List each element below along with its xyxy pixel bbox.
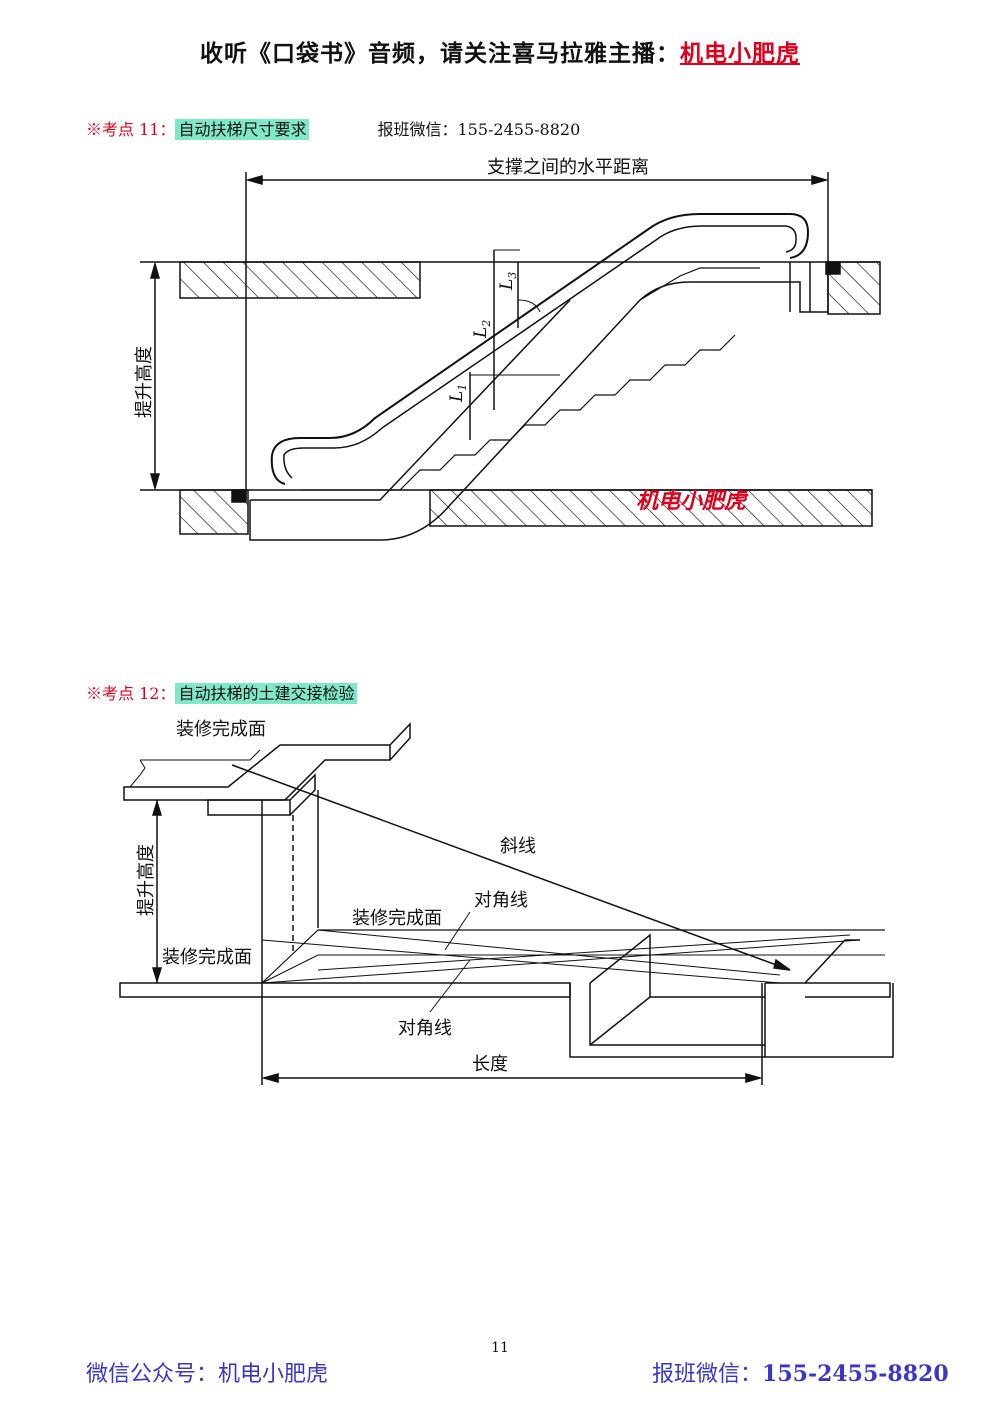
page-number: 11: [491, 1340, 509, 1356]
support-right: [825, 261, 841, 275]
escalator-dimension-figure: 支撑之间的水平距离 提升高度 L1 L2 L3 机电小肥虎: [134, 157, 881, 541]
handrail-inner: [283, 225, 797, 479]
finish-mid-label: 装修完成面: [352, 908, 442, 929]
upper-slab-lower: [207, 799, 291, 816]
pit-outline: [569, 983, 766, 1058]
diagonal-lower-label: 对角线: [398, 1018, 452, 1039]
arrow-down-icon: [151, 967, 163, 984]
oblique-label: 斜线: [500, 836, 536, 857]
header-prefix: 收听《口袋书》音频，请关注喜马拉雅主播：: [200, 40, 680, 67]
upper-slab-left: [179, 261, 421, 299]
steps: [300, 334, 736, 491]
length-label: 长度: [472, 1054, 508, 1075]
footer-left: 微信公众号：机电小肥虎: [86, 1362, 329, 1387]
key-point-11-mark: ※考点 11：: [86, 120, 176, 139]
oblique-line: [231, 764, 791, 971]
civil-handover-figure: 装修完成面 提升高度 斜线 对角线 装修完成面 装修完成面 对角线 长度: [119, 719, 894, 1085]
key-point-12: ※考点 12：自动扶梯的土建交接检验: [86, 680, 358, 704]
footer-right-label: 报班微信：: [652, 1362, 763, 1387]
truss-outline: [249, 262, 829, 541]
finish-top-label: 装修完成面: [176, 719, 266, 740]
finish-left-label: 装修完成面: [162, 947, 252, 968]
rise-label-2: 提升高度: [136, 844, 157, 916]
span-label: 支撑之间的水平距离: [487, 157, 649, 178]
arrow-left-icon: [261, 1073, 279, 1083]
arrow-up-icon: [151, 799, 163, 816]
lower-floor-left: [119, 982, 571, 998]
key-point-11-topic: 自动扶梯尺寸要求: [175, 119, 310, 140]
l3-label: L3: [497, 272, 519, 291]
footer-right-number: 155-2455-8820: [762, 1361, 949, 1387]
diagonal-upper-label: 对角线: [474, 890, 528, 911]
footer-right: 报班微信：155-2455-8820: [652, 1356, 949, 1388]
key-point-12-topic: 自动扶梯的土建交接检验: [175, 683, 358, 704]
l1-label: L1: [447, 384, 469, 403]
lower-slab-left: [179, 489, 249, 535]
arrow-left-icon: [245, 175, 263, 185]
key-point-12-mark: ※考点 12：: [86, 684, 176, 703]
support-left: [231, 489, 247, 503]
page-header: 收听《口袋书》音频，请关注喜马拉雅主播：机电小肥虎: [0, 34, 1000, 68]
watermark: 机电小肥虎: [636, 488, 749, 514]
arrow-right-icon: [745, 1073, 763, 1083]
key-point-11: ※考点 11：自动扶梯尺寸要求 报班微信：155-2455-8820: [86, 116, 580, 140]
arrow-up-icon: [150, 261, 160, 279]
handrail-outer: [270, 213, 810, 485]
key-point-11-wechat: 报班微信：155-2455-8820: [377, 120, 581, 139]
arrow-down-icon: [150, 473, 160, 491]
arrow-right-icon: [811, 175, 829, 185]
header-brand[interactable]: 机电小肥虎: [680, 40, 800, 67]
rise-label: 提升高度: [134, 346, 155, 418]
l2-label: L2: [471, 320, 493, 339]
